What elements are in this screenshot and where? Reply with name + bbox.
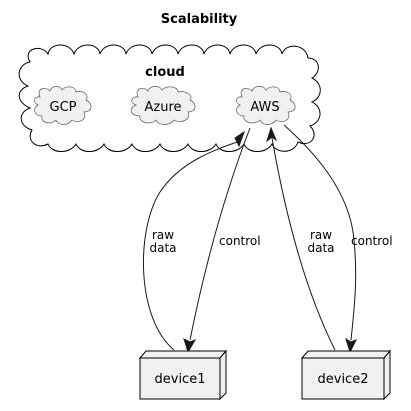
device2-box-top [300, 350, 392, 359]
edge-label-control-1: control [219, 234, 261, 248]
edge-label-raw-2: raw [310, 228, 332, 242]
edge-label-control-2: control [351, 234, 393, 248]
device1-label: device1 [155, 372, 206, 387]
aws-cloud-node: AWS [236, 86, 296, 125]
azure-label: Azure [144, 100, 181, 115]
edge-label-data-2: data [307, 241, 334, 255]
device2-box-front [301, 357, 385, 400]
gcp-label: GCP [50, 100, 77, 115]
edge-device1-to-aws-line [142, 140, 241, 351]
azure-cloud-shape [130, 86, 196, 125]
device1-node: device1 [138, 349, 228, 401]
aws-cloud-shape [236, 86, 296, 125]
device2-label: device2 [318, 372, 369, 387]
device1-box-front [139, 357, 221, 400]
azure-cloud-node: Azure [130, 86, 196, 125]
edge-label-raw-1: raw [152, 228, 174, 242]
edge-device2-to-aws-line [271, 137, 336, 351]
edge-aws-to-device2-line [283, 124, 357, 341]
device1-box-top [138, 350, 228, 359]
edge-device2-to-aws: raw data [266, 126, 336, 351]
arrowhead-into-aws-2 [266, 126, 278, 143]
arrowhead-into-device1 [183, 338, 197, 354]
edge-device1-to-aws: raw data [142, 130, 245, 351]
arrowhead-into-aws-1 [234, 130, 245, 148]
arrowhead-into-device2 [345, 337, 358, 354]
edge-label-data-1: data [149, 241, 176, 255]
device1-box-side [219, 349, 227, 401]
device2-node: device2 [300, 349, 392, 401]
gcp-cloud-shape [34, 86, 92, 125]
aws-label: AWS [250, 100, 279, 115]
gcp-cloud-node: GCP [34, 86, 92, 125]
device2-box-side [383, 349, 391, 401]
edge-aws-to-device2: control [283, 124, 393, 354]
edge-aws-to-device1-line [189, 127, 251, 341]
edge-aws-to-device1: control [183, 127, 261, 354]
diagram-title: Scalability [161, 12, 238, 27]
cloud-label: cloud [145, 65, 185, 80]
